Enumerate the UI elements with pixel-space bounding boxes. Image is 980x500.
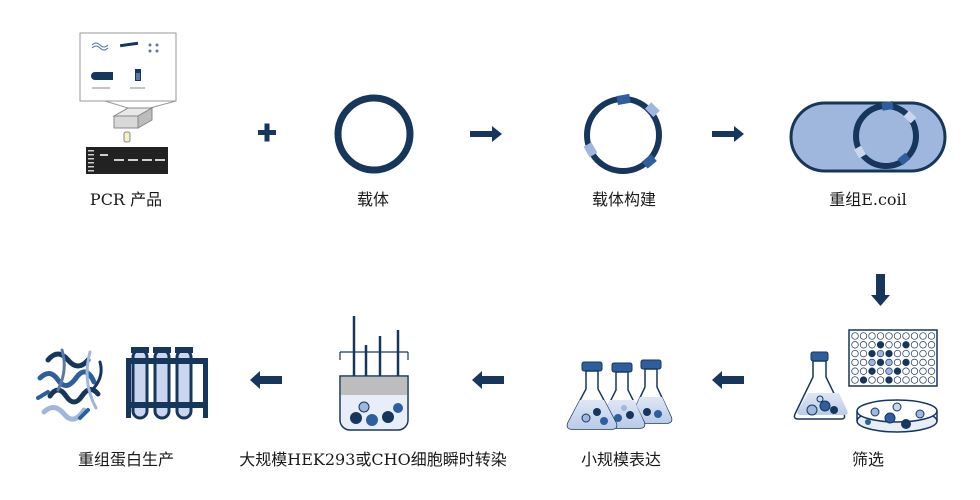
microplate-well bbox=[859, 376, 868, 384]
microplate-well bbox=[893, 341, 902, 349]
vector-plasmid-icon bbox=[334, 94, 414, 174]
arrow-down-icon bbox=[871, 274, 890, 306]
step-label-recombinant-e-coli: 重组E.coil bbox=[829, 190, 907, 209]
microplate-well bbox=[910, 358, 919, 367]
microplate-well bbox=[919, 332, 927, 340]
microplate-well bbox=[885, 367, 893, 375]
microplate-well bbox=[919, 341, 927, 349]
arrow-right-icon bbox=[712, 126, 744, 142]
microplate-well bbox=[919, 358, 927, 367]
small-scale-flasks-illustration bbox=[566, 359, 673, 430]
microplate-well bbox=[885, 358, 893, 367]
plus-icon bbox=[258, 123, 276, 142]
step-label-vector-construct: 载体构建 bbox=[591, 190, 657, 209]
microplate-well bbox=[927, 332, 936, 340]
microplate-well bbox=[868, 367, 876, 375]
microplate-well bbox=[876, 376, 885, 384]
microplate-well bbox=[851, 358, 859, 367]
microplate-well bbox=[893, 332, 902, 340]
microplate-well bbox=[859, 367, 868, 375]
test-tubes-icon bbox=[126, 347, 208, 420]
microplate-well bbox=[885, 341, 893, 349]
microplate-well bbox=[893, 367, 902, 375]
microplate-well bbox=[859, 349, 868, 358]
microplate-well bbox=[902, 341, 910, 349]
microplate-well bbox=[919, 349, 927, 358]
microplate-well bbox=[885, 349, 893, 358]
microplate-well bbox=[919, 376, 927, 384]
pcr-product-illustration bbox=[79, 32, 177, 174]
bioreactor-illustration bbox=[339, 316, 409, 431]
microplate-well bbox=[910, 376, 919, 384]
microplate-well bbox=[927, 349, 936, 358]
microplate-well bbox=[876, 358, 885, 367]
microplate-well bbox=[851, 367, 859, 375]
step-label-small-scale-expression: 小规模表达 bbox=[580, 450, 662, 469]
microplate-well bbox=[910, 332, 919, 340]
microplate-well bbox=[902, 376, 910, 384]
microplate-well bbox=[893, 358, 902, 367]
microplate-well bbox=[851, 349, 859, 358]
microplate-well bbox=[876, 349, 885, 358]
microplate-well bbox=[893, 349, 902, 358]
microplate-well bbox=[859, 358, 868, 367]
microplate-well bbox=[910, 367, 919, 375]
microplate-well bbox=[927, 376, 936, 384]
microplate-well bbox=[851, 341, 859, 349]
microplate-well bbox=[902, 332, 910, 340]
arrow-left-icon bbox=[250, 371, 282, 389]
screening-illustration bbox=[793, 329, 938, 433]
microplate-well bbox=[876, 341, 885, 349]
microplate-well bbox=[876, 367, 885, 375]
step-label-protein-production: 重组蛋白生产 bbox=[77, 450, 175, 469]
microplate-well bbox=[851, 376, 859, 384]
protein-structure-icon bbox=[36, 348, 103, 422]
microplate-well bbox=[893, 376, 902, 384]
arrow-right-icon bbox=[470, 126, 502, 142]
microplate-well bbox=[859, 341, 868, 349]
microplate-well bbox=[868, 349, 876, 358]
microplate-well bbox=[851, 332, 859, 340]
arrow-left-icon bbox=[472, 371, 504, 389]
step-label-vector: 载体 bbox=[356, 190, 390, 209]
microplate-well bbox=[868, 358, 876, 367]
step-label-transient-transfection: 大规模HEK293或CHO细胞瞬时转染 bbox=[239, 450, 507, 469]
microplate-well bbox=[927, 341, 936, 349]
step-label-screening: 筛选 bbox=[851, 450, 885, 469]
microplate-well bbox=[910, 341, 919, 349]
microplate-well bbox=[876, 332, 885, 340]
microplate-well bbox=[927, 358, 936, 367]
e-coli-cell-icon bbox=[789, 101, 947, 173]
microplate-well bbox=[868, 332, 876, 340]
microplate-well bbox=[919, 367, 927, 375]
microplate-well bbox=[885, 332, 893, 340]
microplate-well bbox=[927, 367, 936, 375]
microplate-well bbox=[868, 341, 876, 349]
microplate-well bbox=[868, 376, 876, 384]
microplate-well bbox=[885, 376, 893, 384]
microplate-well bbox=[910, 349, 919, 358]
microplate-well bbox=[859, 332, 868, 340]
microplate-well bbox=[902, 349, 910, 358]
arrow-left-icon bbox=[712, 371, 744, 389]
vector-construct-icon bbox=[583, 93, 662, 174]
microplate-well bbox=[902, 367, 910, 375]
step-label-pcr-product: PCR 产品 bbox=[89, 190, 163, 209]
microplate-well bbox=[902, 358, 910, 367]
